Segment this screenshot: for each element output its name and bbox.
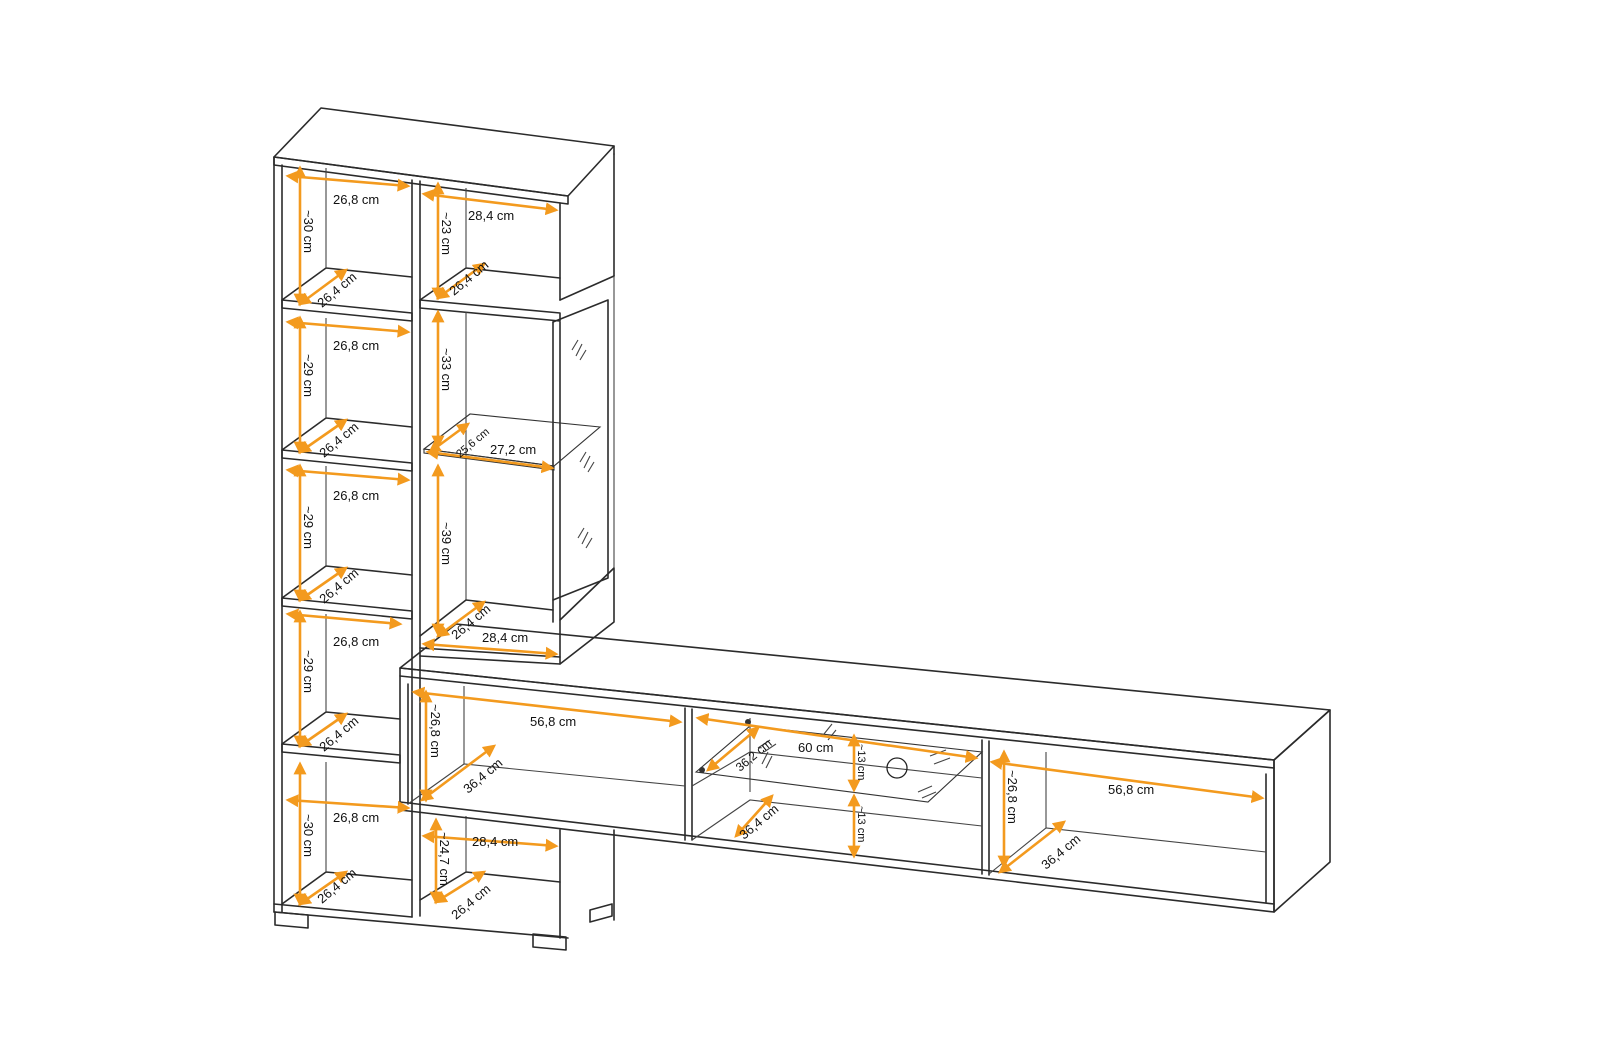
dim-label: 26,8 cm [333, 634, 379, 649]
glass-shelf [422, 413, 602, 467]
dim-label: 28,4 cm [482, 630, 528, 645]
dim-arrow [433, 870, 487, 904]
dim-arrow [435, 600, 487, 638]
dim-arrow [411, 686, 683, 728]
dim-label: ~39 cm [439, 522, 454, 565]
dim-label: ~23 cm [439, 212, 454, 255]
dim-label: ~30 cm [301, 210, 316, 253]
dim-label: 26,8 cm [333, 488, 379, 503]
dim-arrow [285, 170, 411, 192]
foot [532, 933, 567, 951]
dim-label: ~26,8 cm [1005, 770, 1020, 824]
vitrine-base [559, 567, 615, 665]
dim-arrow [421, 830, 559, 852]
dim-label: 26,4 cm [314, 865, 359, 906]
dim-label: ~24,7 cm [437, 832, 452, 886]
dim-arrow [997, 820, 1067, 874]
dim-label: ~13 cm [855, 744, 867, 780]
dimension-arrows [285, 165, 1265, 907]
shelf [281, 449, 413, 472]
dim-arrow [989, 756, 1265, 804]
dim-arrow [734, 794, 774, 838]
dim-arrow [421, 638, 559, 660]
dim-arrow [425, 446, 555, 474]
dim-label: 28,4 cm [468, 208, 514, 223]
dim-label: 27,2 cm [490, 442, 536, 457]
dim-label: 26,4 cm [448, 881, 493, 922]
dim-label: 56,8 cm [1108, 782, 1154, 797]
dim-arrow [419, 744, 497, 802]
dim-arrow [297, 418, 349, 454]
dim-arrow [297, 712, 349, 748]
dim-label: 36,4 cm [736, 801, 781, 842]
dim-label: ~33 cm [439, 348, 454, 391]
dim-label: ~30 cm [301, 814, 316, 857]
dim-arrow [695, 713, 979, 763]
shelf [281, 299, 413, 322]
dim-arrow [285, 316, 411, 338]
dim-arrow [285, 794, 411, 814]
dim-arrow [435, 262, 487, 300]
shelf [281, 743, 401, 764]
foot [589, 903, 613, 923]
dim-label: 36,4 cm [460, 755, 505, 796]
dim-arrow [297, 870, 349, 906]
dim-label: 28,4 cm [472, 834, 518, 849]
dim-label: 26,4 cm [316, 565, 361, 606]
dim-label: ~26,8 cm [428, 704, 443, 758]
dim-arrow [297, 268, 349, 306]
foot [274, 911, 309, 929]
tv-unit-top [399, 623, 1331, 761]
dim-label: 26,8 cm [333, 810, 379, 825]
shelf [419, 299, 561, 322]
dim-label: 26,8 cm [333, 338, 379, 353]
dim-label: ~29 cm [301, 650, 316, 693]
dim-arrow [285, 464, 411, 486]
dim-arrow [285, 608, 403, 630]
dim-arrow [421, 188, 559, 216]
dim-label: ~29 cm [301, 506, 316, 549]
dim-arrow [297, 566, 349, 602]
dim-arrow [706, 726, 760, 772]
dim-label: 36,2 cm [733, 736, 775, 774]
dim-label: 26,8 cm [333, 192, 379, 207]
glass-reflection-marks [571, 339, 951, 799]
dim-label: ~13 cm [855, 806, 867, 842]
dim-label: ~29 cm [301, 354, 316, 397]
shelf [281, 597, 413, 620]
top-slab [273, 107, 615, 197]
dim-label: 56,8 cm [530, 714, 576, 729]
dim-label: 60 cm [798, 740, 833, 755]
